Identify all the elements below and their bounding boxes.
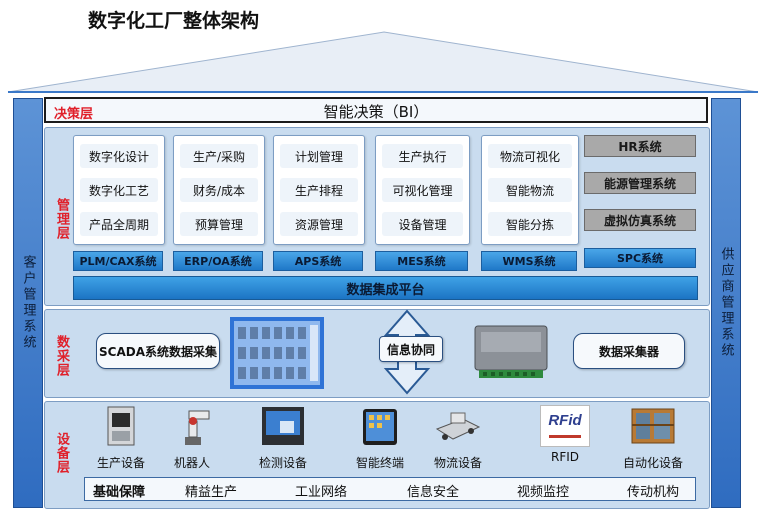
item-smart-sorting: 智能分拣	[488, 212, 572, 236]
item-digital-process: 数字化工艺	[80, 178, 158, 202]
inspection-equipment-icon	[262, 407, 304, 445]
device-logistics-label: 物流设备	[433, 456, 482, 470]
erp-system-tab: ERP/OA系统	[173, 251, 263, 271]
decision-layer: 决策层 智能决策（BI）	[44, 97, 708, 123]
virtual-simulation-system: 虚拟仿真系统	[584, 209, 696, 231]
item-logistics-visual: 物流可视化	[488, 144, 572, 168]
management-layer-label: 管理层	[54, 198, 69, 240]
scada-collection: SCADA系统数据采集	[96, 333, 220, 369]
item-execution: 生产执行	[382, 144, 463, 168]
bi-decision-text: 智能决策（BI）	[323, 103, 429, 121]
decision-layer-label: 决策层	[54, 107, 94, 122]
agv-icon	[435, 412, 481, 440]
data-collector-device-icon	[474, 325, 548, 378]
wms-system-tab: WMS系统	[481, 251, 577, 271]
device-inspection-label: 检测设备	[258, 456, 307, 470]
rfid-tag-icon: RFid	[540, 405, 590, 447]
customer-management-label: 客户管理系统	[20, 255, 36, 351]
group-erp: 生产/采购 财务/成本 预算管理	[173, 135, 265, 245]
plm-system-tab: PLM/CAX系统	[73, 251, 163, 271]
basis-industrial-network: 工业网络	[295, 485, 348, 500]
rfid-logo-text: RFid	[548, 412, 582, 429]
group-plm: 数字化设计 数字化工艺 产品全周期	[73, 135, 165, 245]
customer-management-sidebar: 客户管理系统	[13, 98, 43, 508]
energy-management-system: 能源管理系统	[584, 172, 696, 194]
device-rfid: RFid RFID	[530, 405, 600, 464]
device-rfid-label: RFID	[550, 450, 580, 464]
mes-system-tab: MES系统	[375, 251, 468, 271]
item-resources: 资源管理	[280, 212, 358, 236]
device-robot-label: 机器人	[173, 456, 210, 470]
device-automation: 自动化设备	[618, 405, 688, 471]
item-smart-logistics: 智能物流	[488, 178, 572, 202]
group-wms: 物流可视化 智能物流 智能分拣	[481, 135, 579, 245]
robot-arm-icon	[185, 410, 210, 445]
device-terminal: 智能终端	[345, 405, 415, 471]
item-digital-design: 数字化设计	[80, 144, 158, 168]
item-visual-management: 可视化管理	[382, 178, 463, 202]
collection-layer-label: 数采层	[54, 335, 69, 377]
page-title: 数字化工厂整体架构	[88, 10, 260, 32]
device-production: 生产设备	[86, 405, 156, 471]
supplier-management-label: 供应商管理系统	[718, 247, 734, 359]
supplier-management-sidebar: 供应商管理系统	[711, 98, 741, 508]
device-inspection: 检测设备	[248, 405, 318, 471]
spc-system-tab: SPC系统	[584, 248, 696, 268]
data-collector: 数据采集器	[573, 333, 685, 369]
item-budget: 预算管理	[180, 212, 258, 236]
aps-system-tab: APS系统	[273, 251, 363, 271]
item-equipment-management: 设备管理	[382, 212, 463, 236]
roof-shape	[7, 31, 759, 93]
group-aps: 计划管理 生产排程 资源管理	[273, 135, 365, 245]
basis-info-security: 信息安全	[407, 485, 460, 500]
device-terminal-label: 智能终端	[355, 456, 404, 470]
basis-lean-production: 精益生产	[185, 485, 238, 500]
basis-label: 基础保障	[93, 485, 146, 500]
info-sync-label: 信息协同	[379, 336, 443, 362]
device-logistics: 物流设备	[423, 405, 493, 471]
device-production-label: 生产设备	[96, 456, 145, 470]
automation-line-icon	[631, 408, 675, 444]
item-production-purchase: 生产/采购	[180, 144, 258, 168]
group-mes: 生产执行 可视化管理 设备管理	[375, 135, 470, 245]
device-automation-label: 自动化设备	[622, 456, 683, 470]
item-finance-cost: 财务/成本	[180, 178, 258, 202]
hr-system: HR系统	[584, 135, 696, 157]
device-robot: 机器人	[157, 405, 227, 471]
basis-transmission: 传动机构	[627, 485, 680, 500]
basis-video-monitoring: 视频监控	[517, 485, 570, 500]
scada-screen-image	[230, 317, 324, 389]
cnc-machine-icon	[107, 406, 135, 446]
equipment-layer-label: 设备层	[54, 432, 69, 474]
data-integration-platform: 数据集成平台	[73, 276, 698, 300]
item-scheduling: 生产排程	[280, 178, 358, 202]
basis-bar: 基础保障 精益生产 工业网络 信息安全 视频监控 传动机构	[84, 477, 696, 501]
item-planning: 计划管理	[280, 144, 358, 168]
tablet-icon	[363, 409, 397, 445]
item-product-lifecycle: 产品全周期	[80, 212, 158, 236]
